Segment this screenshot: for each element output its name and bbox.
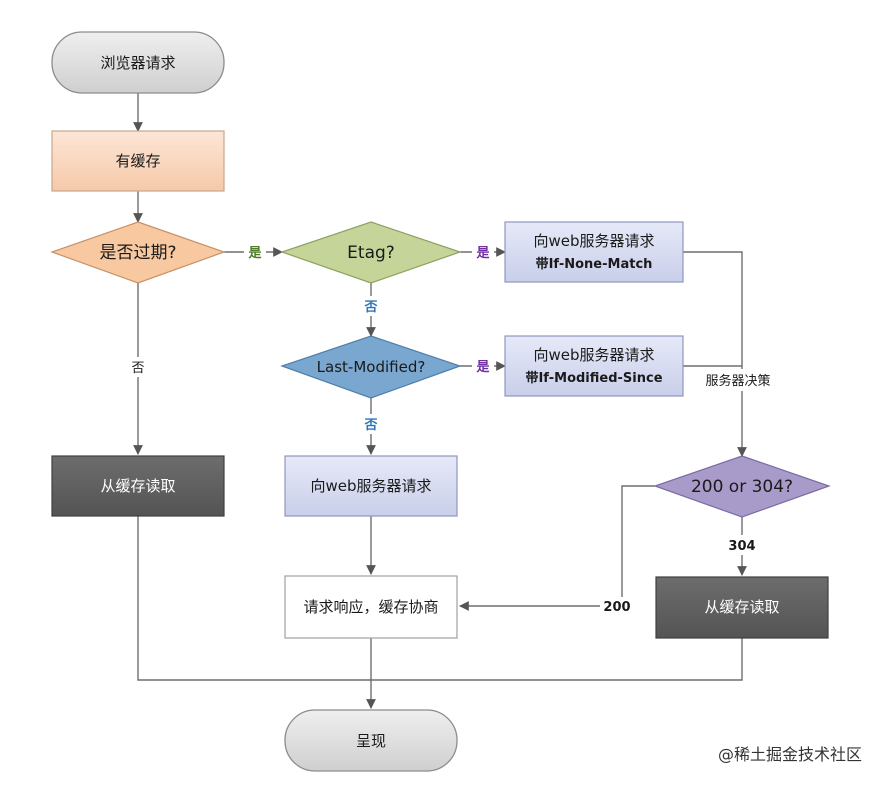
edge-read-cache-left-to-render <box>137 516 371 681</box>
node-req-none-match-line2: 带If-None-Match <box>536 256 653 272</box>
node-req-none-match: 向web服务器请求 带If-None-Match <box>504 221 684 283</box>
node-expired: 是否过期? <box>50 221 226 284</box>
node-has-cache: 有缓存 <box>51 130 225 192</box>
label-yes-expired: 是 <box>247 246 262 261</box>
label-server-decision: 服务器决策 <box>705 373 770 389</box>
label-code-200: 200 <box>603 600 630 615</box>
label-no-last-modified: 否 <box>363 418 377 433</box>
node-render-label: 呈现 <box>356 732 386 750</box>
node-read-cache-left: 从缓存读取 <box>51 455 225 517</box>
node-etag: Etag? <box>280 221 462 284</box>
label-yes-etag: 是 <box>475 246 490 261</box>
edge-read-cache-right-to-render <box>371 638 743 681</box>
node-req-modified-since: 向web服务器请求 带If-Modified-Since <box>504 335 684 397</box>
node-last-modified: Last-Modified? <box>280 335 462 399</box>
watermark: @稀土掘金技术社区 <box>718 745 862 764</box>
node-negotiate-label: 请求响应，缓存协商 <box>303 598 438 616</box>
node-etag-label: Etag? <box>347 243 395 263</box>
node-web-request-label: 向web服务器请求 <box>310 477 431 495</box>
node-render: 呈现 <box>284 709 458 772</box>
node-negotiate: 请求响应，缓存协商 <box>284 575 458 639</box>
edge-status-to-negotiate <box>459 485 655 611</box>
label-yes-last-modified: 是 <box>475 360 490 375</box>
edge-labels: 是 是 是 否 否 否 服务器决策 304 200 <box>128 242 782 617</box>
node-expired-label: 是否过期? <box>99 243 176 263</box>
node-last-modified-label: Last-Modified? <box>317 358 426 376</box>
node-req-none-match-line1: 向web服务器请求 <box>533 232 654 250</box>
edges <box>133 93 747 709</box>
node-web-request: 向web服务器请求 <box>284 455 458 517</box>
node-req-modified-since-line1: 向web服务器请求 <box>533 346 654 364</box>
node-status-check-label: 200 or 304? <box>691 477 793 497</box>
node-status-check: 200 or 304? <box>653 455 831 518</box>
node-has-cache-label: 有缓存 <box>115 152 160 170</box>
node-req-modified-since-line2: 带If-Modified-Since <box>525 370 662 386</box>
node-read-cache-left-label: 从缓存读取 <box>100 477 175 495</box>
node-browser-request: 浏览器请求 <box>51 31 225 94</box>
label-no-etag: 否 <box>363 300 377 315</box>
label-no-expired: 否 <box>131 361 144 376</box>
node-read-cache-right-label: 从缓存读取 <box>704 598 779 616</box>
node-browser-request-label: 浏览器请求 <box>100 54 175 72</box>
edge-none-match-to-status <box>683 251 747 457</box>
label-code-304: 304 <box>728 539 755 554</box>
node-read-cache-right: 从缓存读取 <box>655 576 829 639</box>
